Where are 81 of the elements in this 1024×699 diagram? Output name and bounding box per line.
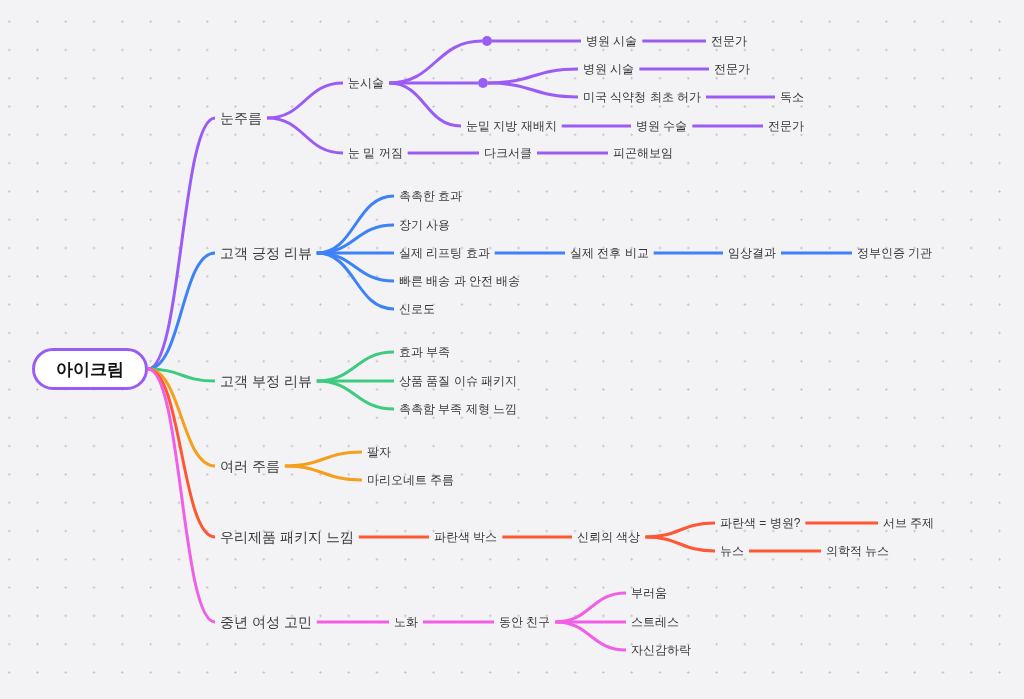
- topic-label: 자신감하락: [626, 640, 696, 660]
- topic-label: 팔자: [362, 442, 396, 462]
- topic-label: 서브 주제: [878, 513, 940, 533]
- topic-label: 실제 전후 비교: [565, 243, 654, 263]
- branch-line: [284, 450, 363, 468]
- branch-line: [358, 535, 429, 539]
- topic-label: 고객 부정 리뷰: [215, 371, 317, 391]
- branch-line: [555, 620, 627, 652]
- topic-label: 병원 수술: [631, 116, 693, 136]
- topic-label: 상품 품질 이슈 패키지: [394, 371, 522, 391]
- branch-line: [561, 124, 631, 128]
- topic-label: 병원 시술: [581, 31, 643, 51]
- topic-label: 신뢰의 색상: [572, 527, 646, 547]
- topic-label: 의학적 뉴스: [821, 541, 895, 561]
- branch-line: [316, 620, 389, 624]
- branch-line: [642, 39, 706, 43]
- topic-label: 병원 시술: [578, 59, 640, 79]
- branch-line: [645, 535, 716, 553]
- topic-label: 독소: [775, 87, 809, 107]
- topic-label: 전문가: [706, 31, 752, 51]
- branch-line: [147, 251, 216, 371]
- topic-label: 효과 부족: [394, 342, 456, 362]
- topic-label: 피곤해보임: [608, 143, 678, 163]
- branch-line: [749, 549, 821, 553]
- branch-line: [537, 151, 608, 155]
- topic-label: 촉촉한 효과: [394, 186, 468, 206]
- topic-label: 눈주름: [215, 108, 267, 128]
- topic-label: 신로도: [394, 299, 440, 319]
- topic-label: 뉴스: [715, 541, 749, 561]
- branch-line: [316, 223, 395, 255]
- topic-label: 눈밑 지방 재배치: [461, 116, 562, 136]
- topic-label: 정부인증 기관: [852, 243, 938, 263]
- topic-label: 고객 긍정 리뷰: [215, 243, 317, 263]
- topic-label: 미국 식약청 최초 허가: [578, 87, 706, 107]
- topic-label: 다크서클: [479, 143, 537, 163]
- topic-label: 파란색 박스: [429, 527, 503, 547]
- branch-line: [555, 591, 627, 624]
- branch-line: [407, 151, 479, 155]
- branch-line: [692, 124, 763, 128]
- topic-label: 동안 친구: [494, 612, 556, 632]
- topic-label: 여러 주름: [215, 456, 285, 476]
- branch-line: [487, 67, 579, 85]
- topic-label: 눈시술: [343, 73, 389, 93]
- branch-line: [502, 535, 572, 539]
- branch-line: [487, 81, 579, 99]
- branch-line: [706, 95, 775, 99]
- topic-label: 촉촉함 부족 제형 느낌: [394, 399, 522, 419]
- branch-line: [494, 251, 565, 255]
- topic-label: 임상결과: [723, 243, 781, 263]
- topic-label: 전문가: [709, 59, 755, 79]
- branch-line: [147, 367, 216, 624]
- branch-line: [645, 521, 716, 539]
- branch-line: [316, 379, 395, 411]
- branch-line: [781, 251, 852, 255]
- topic-label: 스트레스: [626, 612, 684, 632]
- topic-label: 마리오네트 주름: [362, 470, 460, 490]
- junction-dot: [478, 78, 488, 88]
- branch-line: [388, 39, 483, 85]
- topic-label: 실제 리프팅 효과: [394, 243, 495, 263]
- branch-line: [805, 521, 878, 525]
- branch-line: [653, 251, 723, 255]
- branch-line: [316, 350, 395, 383]
- topic-label: 중년 여성 고민: [215, 612, 317, 632]
- branch-line: [284, 464, 363, 482]
- topic-label: 노화: [389, 612, 423, 632]
- topic-label: 장기 사용: [394, 215, 456, 235]
- junction-dot: [482, 36, 492, 46]
- topic-label: 전문가: [763, 116, 809, 136]
- topic-label: 파란색 = 병원?: [715, 513, 806, 533]
- central-topic-box: 아이크림: [32, 348, 148, 390]
- branch-line: [266, 116, 344, 155]
- branch-line: [492, 39, 581, 43]
- branch-line: [423, 620, 494, 624]
- topic-label: 우리제품 패키지 느낌: [215, 527, 359, 547]
- topic-label: 부러움: [626, 583, 672, 603]
- topic-label: 눈 밑 꺼짐: [343, 143, 408, 163]
- branch-line: [316, 251, 395, 311]
- topic-label: 빠른 배송 과 안전 배송: [394, 271, 526, 291]
- branch-line: [266, 81, 344, 120]
- branch-line: [388, 81, 462, 128]
- branch-line: [639, 67, 709, 71]
